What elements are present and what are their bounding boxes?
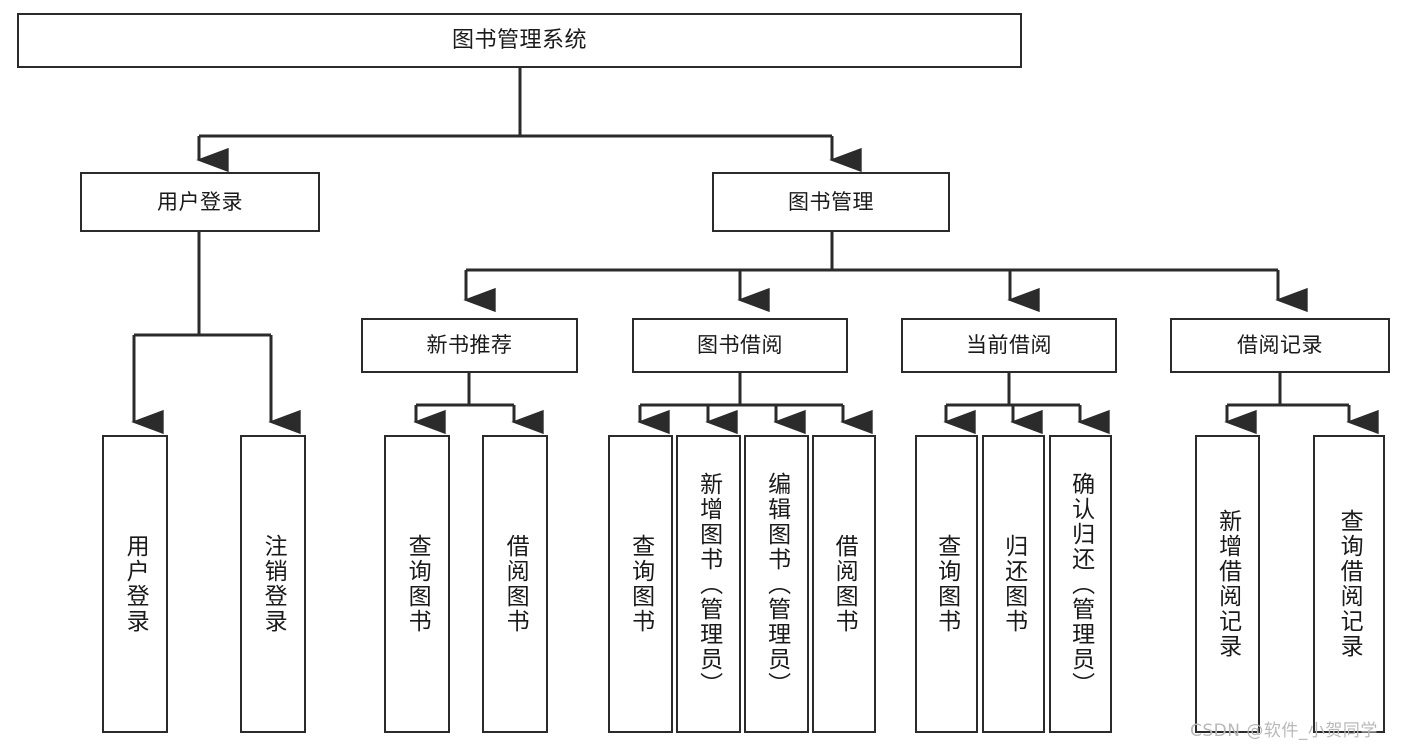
node-root[interactable]: 图书管理系统 xyxy=(17,13,1022,68)
node-book-borrow[interactable]: 图书借阅 xyxy=(632,318,848,373)
node-book-management-label: 图书管理 xyxy=(788,189,874,214)
leaf-borrow-record-query-label: 查询借阅记录 xyxy=(1336,509,1363,659)
leaf-user-login-logout[interactable]: 注销登录 xyxy=(240,435,306,733)
leaf-current-borrow-return[interactable]: 归还图书 xyxy=(982,435,1045,733)
leaf-new-book-query[interactable]: 查询图书 xyxy=(384,435,450,733)
node-borrow-record[interactable]: 借阅记录 xyxy=(1170,318,1390,373)
leaf-book-borrow-add-label: 新增图书（管理员） xyxy=(695,471,722,697)
watermark: CSDN @软件_小贺同学 xyxy=(1190,721,1378,741)
leaf-new-book-query-label: 查询图书 xyxy=(404,534,431,634)
leaf-current-borrow-confirm-return[interactable]: 确认归还（管理员） xyxy=(1049,435,1112,733)
leaf-current-borrow-query-label: 查询图书 xyxy=(933,534,960,634)
leaf-current-borrow-return-label: 归还图书 xyxy=(1000,534,1027,634)
node-user-login[interactable]: 用户登录 xyxy=(80,172,320,232)
node-new-book-recommend-label: 新书推荐 xyxy=(426,333,513,358)
leaf-book-borrow-query[interactable]: 查询图书 xyxy=(608,435,673,733)
node-borrow-record-label: 借阅记录 xyxy=(1237,333,1323,358)
leaf-book-borrow-edit-label: 编辑图书（管理员） xyxy=(763,471,790,697)
leaf-borrow-record-query[interactable]: 查询借阅记录 xyxy=(1313,435,1385,733)
leaf-user-login-logout-label: 注销登录 xyxy=(260,534,287,634)
node-new-book-recommend[interactable]: 新书推荐 xyxy=(361,318,578,373)
node-current-borrow-label: 当前借阅 xyxy=(966,333,1052,358)
leaf-current-borrow-confirm-return-label: 确认归还（管理员） xyxy=(1067,471,1094,697)
leaf-book-borrow-borrow[interactable]: 借阅图书 xyxy=(812,435,876,733)
leaf-book-borrow-query-label: 查询图书 xyxy=(627,534,654,634)
leaf-current-borrow-query[interactable]: 查询图书 xyxy=(915,435,978,733)
leaf-book-borrow-edit[interactable]: 编辑图书（管理员） xyxy=(744,435,809,733)
leaf-borrow-record-add[interactable]: 新增借阅记录 xyxy=(1195,435,1260,733)
leaf-book-borrow-borrow-label: 借阅图书 xyxy=(831,534,858,634)
leaf-user-login-login-label: 用户登录 xyxy=(122,534,149,634)
node-user-login-label: 用户登录 xyxy=(157,189,243,214)
leaf-user-login-login[interactable]: 用户登录 xyxy=(102,435,168,733)
node-current-borrow[interactable]: 当前借阅 xyxy=(901,318,1117,373)
node-book-borrow-label: 图书借阅 xyxy=(697,333,783,358)
leaf-book-borrow-add[interactable]: 新增图书（管理员） xyxy=(676,435,741,733)
leaf-new-book-borrow-label: 借阅图书 xyxy=(502,534,529,634)
leaf-new-book-borrow[interactable]: 借阅图书 xyxy=(482,435,548,733)
node-book-management[interactable]: 图书管理 xyxy=(712,172,950,232)
node-root-label: 图书管理系统 xyxy=(451,27,587,53)
leaf-borrow-record-add-label: 新增借阅记录 xyxy=(1214,509,1241,659)
